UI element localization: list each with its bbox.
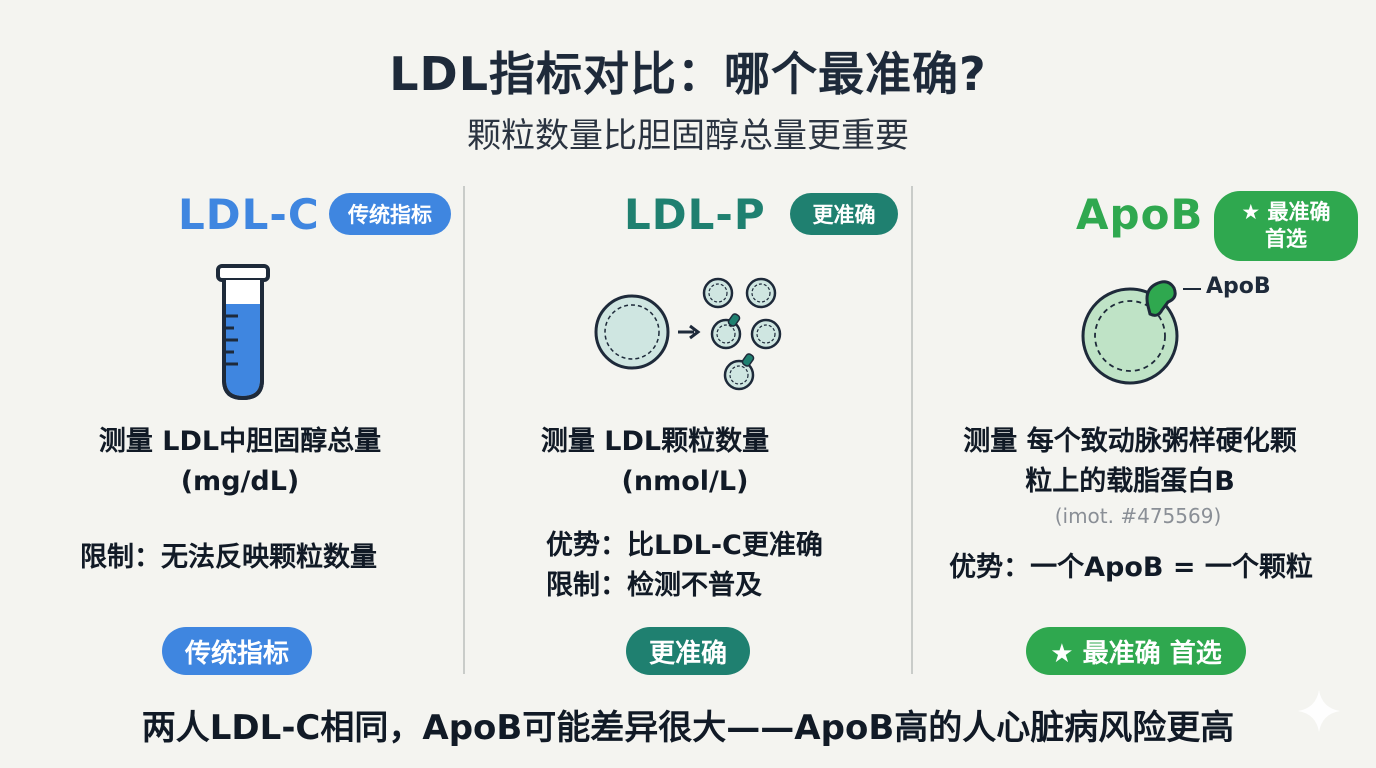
- ldl-p-limit: 限制：检测不普及: [546, 570, 762, 601]
- ldl-p-measure-line2: (nmol/L): [621, 466, 749, 497]
- apob-icon-label: ApoB: [1206, 274, 1271, 299]
- page-subtitle: 颗粒数量比胆固醇总量更重要: [467, 116, 909, 156]
- column-divider-2: [911, 186, 913, 674]
- ldl-c-heading: LDL-C: [178, 190, 320, 239]
- footer-note: 两人LDL-C相同，ApoB可能差异很大——ApoB高的人心脏病风险更高: [141, 708, 1235, 748]
- ldl-c-limit: 限制：无法反映颗粒数量: [80, 542, 377, 573]
- ldl-p-advantage: 优势：比LDL-C更准确: [546, 530, 823, 561]
- ldl-p-badge: 更准确: [626, 627, 750, 675]
- apob-tag-line2: 首选: [1265, 227, 1307, 251]
- ldl-p-measure-line1: 测量 LDL颗粒数量: [540, 426, 770, 457]
- ldl-c-measure-line2: (mg/dL): [180, 466, 300, 497]
- test-tube-icon: [216, 264, 270, 401]
- apob-tag-line1: ★ 最准确: [1241, 200, 1331, 224]
- column-divider-1: [463, 186, 465, 674]
- page-title: LDL指标对比：哪个最准确?: [389, 47, 987, 101]
- ldl-c-measure-line1: 测量 LDL中胆固醇总量: [98, 426, 382, 457]
- ldl-c-tag: 传统指标: [329, 193, 451, 235]
- particles-icon: [594, 277, 782, 391]
- sparkle-icon: [1298, 690, 1340, 732]
- apob-label-line: [1183, 288, 1201, 290]
- apob-note: (imot. #475569): [1054, 504, 1222, 528]
- apob-badge: ★ 最准确 首选: [1026, 627, 1246, 675]
- apob-measure-line1: 测量 每个致动脉粥样硬化颗: [963, 426, 1297, 457]
- apob-heading: ApoB: [1076, 190, 1204, 239]
- ldl-c-badge: 传统指标: [162, 627, 312, 675]
- apob-advantage: 优势：一个ApoB = 一个颗粒: [949, 552, 1313, 583]
- ldl-p-tag: 更准确: [790, 193, 898, 235]
- apob-particle-icon: [1081, 280, 1179, 385]
- ldl-p-heading: LDL-P: [624, 190, 766, 239]
- apob-measure-line2: 粒上的载脂蛋白B: [1025, 466, 1235, 497]
- apob-tag: ★ 最准确 首选: [1214, 191, 1358, 261]
